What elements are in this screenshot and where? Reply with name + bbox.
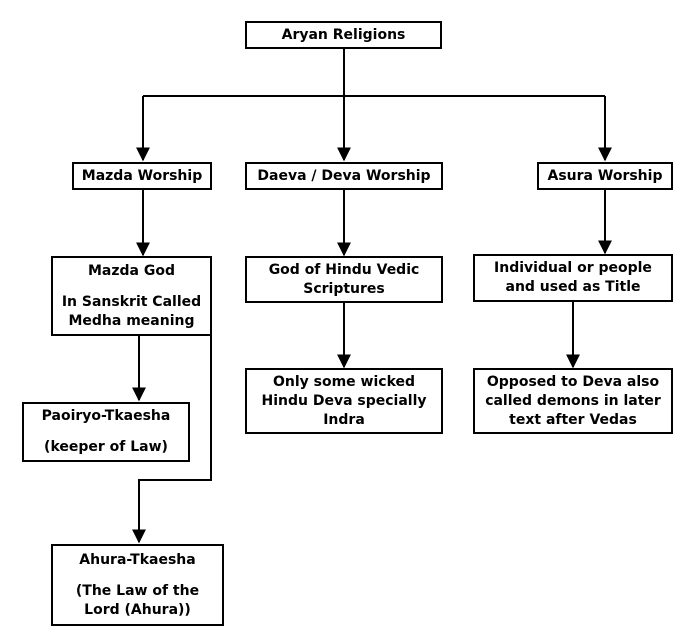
node-line-2: Hindu Deva specially (261, 392, 427, 409)
node-line-2: and used as Title (505, 279, 641, 295)
node-paoiryo-tkaesha: Paoiryo-Tkaesha (keeper of Law) (22, 402, 190, 462)
node-line-3: Medha meaning (68, 312, 195, 329)
node-demons: Opposed to Deva also called demons in la… (473, 368, 673, 434)
node-wicked-deva: Only some wicked Hindu Deva specially In… (245, 368, 443, 434)
node-line-1: Mazda God (87, 262, 175, 279)
node-line-3: text after Vedas (509, 411, 637, 428)
node-vedic-god: God of Hindu Vedic Scriptures (245, 256, 443, 303)
node-daeva-worship: Daeva / Deva Worship (245, 162, 443, 190)
node-line-1: Paoiryo-Tkaesha (41, 408, 171, 424)
node-line-1: Ahura-Tkaesha (79, 551, 196, 568)
node-line-2: In Sanskrit Called (61, 293, 202, 310)
node-title-use: Individual or people and used as Title (473, 254, 673, 302)
node-line-2: (The Law of the (75, 582, 200, 599)
node-asura-worship: Asura Worship (537, 162, 673, 190)
node-line-2: Scriptures (303, 280, 385, 297)
node-line-1: Opposed to Deva also (486, 373, 660, 390)
node-line-1: Individual or people (494, 260, 652, 276)
node-line-1: Only some wicked (272, 373, 416, 390)
node-ahura-tkaesha: Ahura-Tkaesha (The Law of the Lord (Ahur… (51, 544, 224, 626)
node-label: Asura Worship (547, 167, 663, 184)
node-mazda-worship: Mazda Worship (72, 162, 212, 190)
arrow-to-ahura (132, 335, 212, 544)
node-label: Aryan Religions (281, 26, 406, 43)
node-line-2: called demons in later (485, 392, 661, 409)
node-label: Daeva / Deva Worship (257, 167, 431, 184)
node-line-2: (keeper of Law) (44, 439, 168, 455)
node-mazda-god: Mazda God In Sanskrit Called Medha meani… (51, 256, 212, 336)
node-line-3: Lord (Ahura)) (84, 601, 191, 618)
node-line-1: God of Hindu Vedic (268, 261, 420, 278)
node-label: Mazda Worship (81, 167, 203, 184)
node-line-3: Indra (323, 411, 365, 428)
node-aryan-religions: Aryan Religions (245, 21, 442, 49)
